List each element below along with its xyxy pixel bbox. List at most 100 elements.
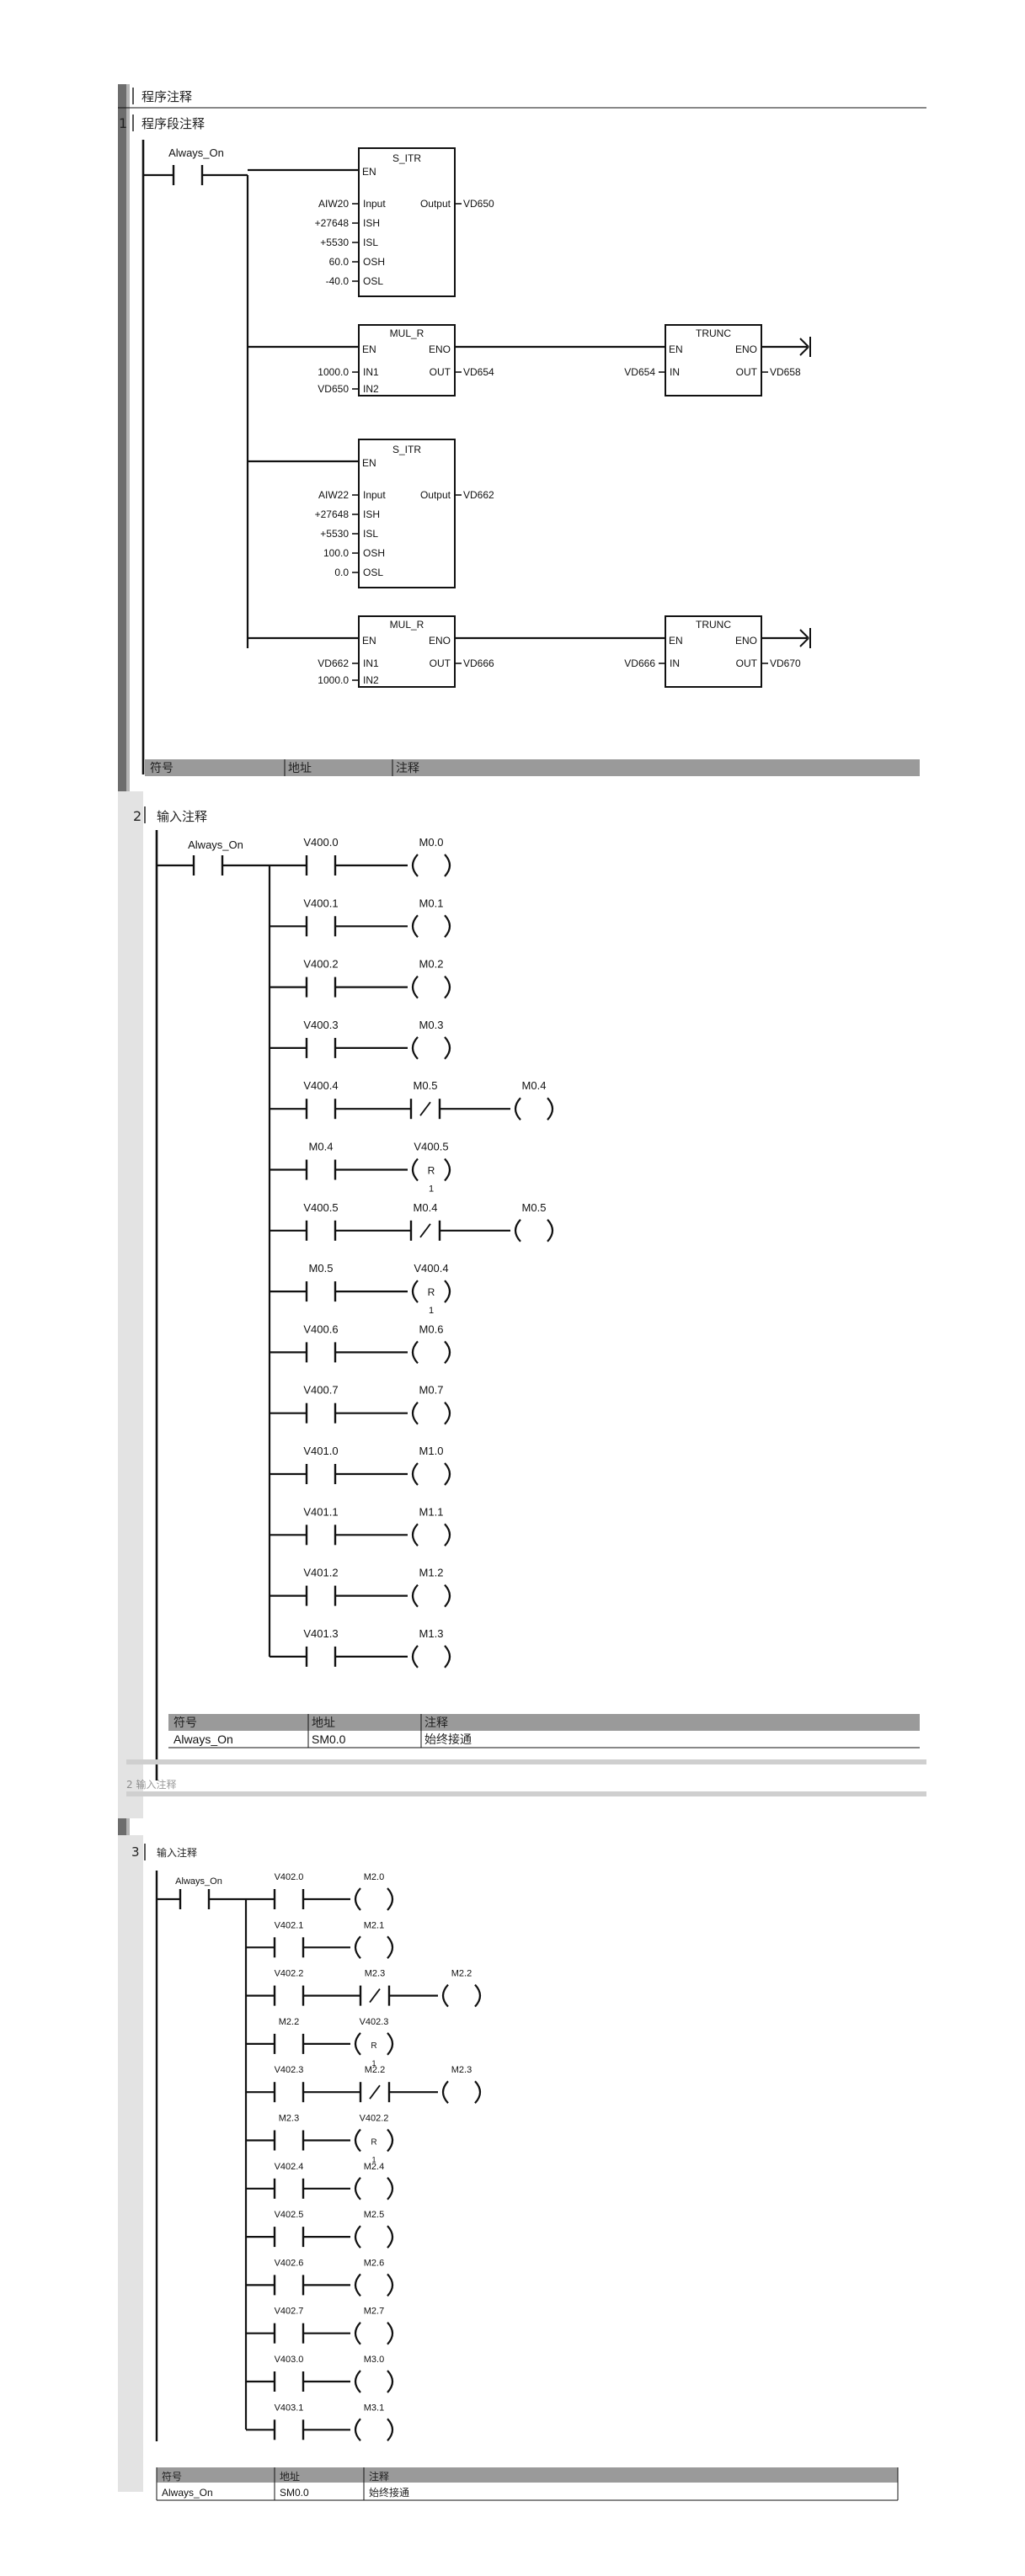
network3-rung-11-coil-label: M3.1 — [364, 2403, 384, 2413]
mul-r-block-2-in2-value: 1000.0 — [318, 674, 349, 686]
trunc-block-1-in-value: VD654 — [624, 366, 655, 378]
network3-rung-6-coil-right-arc — [387, 2177, 394, 2201]
network2-rung-12-contact-label: V401.2 — [303, 1567, 338, 1579]
symbol-table-1-col-2: 注释 — [396, 762, 419, 775]
network2-rung-2-contact-label: V400.2 — [303, 958, 338, 971]
network2-rung-10-contact-label: V401.0 — [303, 1445, 338, 1457]
network3-rung-5-coil-right-arc — [387, 2128, 394, 2153]
s-itr-block-2-pin-in: Input — [363, 489, 386, 501]
section-separator-b — [126, 1791, 926, 1796]
network2-rung-8-coil-label: M0.6 — [419, 1323, 444, 1335]
symbol-table-2-col-0: 符号 — [174, 1716, 197, 1730]
s-itr-block-1-pin-osh: OSH — [363, 256, 385, 268]
symbol-row-symbol: Always_On — [174, 1732, 233, 1746]
network3-rung-5-coil-label: V402.2 — [360, 2114, 389, 2124]
trunc-block-2-arrow-lower — [799, 637, 809, 647]
mul-r-block-2-in2-label: IN2 — [363, 674, 379, 686]
network2-rung-0-coil-right-arc — [444, 854, 451, 877]
trunc-block-2-out-value: VD670 — [770, 657, 801, 669]
network3-rung-3-coil-left-arc — [354, 2032, 361, 2056]
network2-rung-6-coil-left-arc — [514, 1219, 521, 1243]
s-itr-block-1-value-ish: +27648 — [315, 217, 350, 229]
network2-rung-12-coil-left-arc — [411, 1583, 419, 1608]
trunc-block-1-out-value: VD658 — [770, 366, 801, 378]
s-itr-block-2-output-label: Output — [420, 489, 451, 501]
mul-r-block-1-out-value: VD654 — [463, 366, 494, 378]
network2-rung-4-contact-label: V400.4 — [303, 1079, 338, 1092]
trunc-block-1-in-label: IN — [670, 366, 680, 378]
mul-r-block-1-en: EN — [362, 343, 376, 355]
network3-rung-1-coil-right-arc — [387, 1935, 394, 1960]
s-itr-block-1-en: EN — [362, 166, 376, 178]
mul-r-block-1-border — [358, 324, 456, 397]
s-itr-block-2-border — [358, 439, 456, 588]
s-itr-block-1-value-in: AIW20 — [318, 198, 349, 210]
network3-rung-6-coil-left-arc — [354, 2177, 361, 2201]
symbol-table-2-col-2: 注释 — [424, 1716, 448, 1730]
network3-rung-10-coil-right-arc — [387, 2370, 394, 2393]
s-itr-block-2-pin-ish: ISH — [363, 508, 380, 520]
s-itr-block-2-pin-isl: ISL — [363, 528, 378, 540]
network2-rung-4-nc-contact-slash — [419, 1101, 431, 1116]
network2-rung-9-contact-label: V400.7 — [303, 1384, 338, 1397]
network2-rung-11-contact-label: V401.1 — [303, 1505, 338, 1518]
network2-rung-5-coil-label: V400.5 — [414, 1141, 448, 1153]
symbol-table-header-2 — [168, 1714, 920, 1731]
symbol-table-1-col-0: 符号 — [150, 762, 174, 775]
trunc-block-1-eno: ENO — [735, 343, 757, 355]
s-itr-block-1-output-value: VD650 — [463, 198, 494, 210]
s-itr-block-2-value-osh: 100.0 — [323, 547, 349, 559]
network2-rung-7-contact-label: M0.5 — [309, 1262, 334, 1275]
network2-rung-3-contact-label: V400.3 — [303, 1019, 338, 1031]
network2-rung-13-coil-left-arc — [411, 1645, 419, 1669]
s-itr-block-2-output-value: VD662 — [463, 489, 494, 501]
network3-rung-3-coil-right-arc — [387, 2032, 394, 2056]
network2-rung-9-coil-label: M0.7 — [419, 1384, 444, 1397]
mul-r-block-1-eno: ENO — [429, 343, 451, 355]
trunc-block-1-border — [665, 324, 762, 397]
network3-rung-1-coil-label: M2.1 — [364, 1920, 384, 1930]
trunc-block-2-box — [665, 616, 761, 687]
s-itr-block-2-value-isl: +5530 — [320, 528, 349, 540]
program-comment-header: 程序注释 — [141, 89, 192, 104]
symbol-table-3-col-2: 注释 — [369, 2470, 389, 2483]
network2-rung-13-contact-label: V401.3 — [303, 1627, 338, 1640]
network3-rung-1-coil-left-arc — [354, 1935, 361, 1960]
s-itr-block-2-value-ish: +27648 — [315, 508, 350, 520]
always-on-label: Always_On — [188, 838, 243, 851]
mul-r-block-2-title: MUL_R — [390, 619, 424, 631]
network2-rung-1-coil-right-arc — [444, 914, 451, 939]
s-itr-block-1-pin-ish: ISH — [363, 217, 380, 229]
network2-rung-10-coil-label: M1.0 — [419, 1445, 444, 1457]
mul-r-block-1-in2-label: IN2 — [363, 383, 379, 395]
symbol-row-address: SM0.0 — [312, 1732, 346, 1746]
network2-rung-1-coil-label: M0.1 — [419, 897, 444, 909]
network3-rung-4-coil-right-arc — [474, 2080, 482, 2104]
next-network-stub: 2 输入注释 — [126, 1778, 176, 1791]
trunc-block-1-en: EN — [669, 343, 683, 355]
trunc-block-2-out-label: OUT — [736, 657, 758, 669]
network2-rung-4-coil-left-arc — [514, 1097, 521, 1120]
network3-rung-0-coil-right-arc — [387, 1887, 394, 1911]
network3-rung-11-contact-label: V403.1 — [275, 2403, 304, 2413]
network3-rung-3-contact-label: M2.2 — [279, 2017, 299, 2027]
network2-rung-13-coil-label: M1.3 — [419, 1627, 444, 1640]
network2-rung-7-coil-right-arc — [444, 1280, 451, 1303]
trunc-block-2-in-label: IN — [670, 657, 680, 669]
network3-rung-2-coil-label: M2.2 — [451, 1969, 472, 1979]
network2-rung-12-coil-label: M1.2 — [419, 1567, 444, 1579]
s-itr-block-2-title: S_ITR — [392, 444, 421, 455]
network2-rung-7-coil-left-arc — [411, 1280, 419, 1303]
trunc-block-2-en: EN — [669, 635, 683, 647]
network3-rung-7-coil-right-arc — [387, 2225, 394, 2249]
network3-rung-4-coil-left-arc — [441, 2080, 449, 2104]
network3-rung-10-coil-label: M3.0 — [364, 2355, 384, 2365]
network3-rung-8-coil-right-arc — [387, 2273, 394, 2297]
network3-rung-4-coil-label: M2.3 — [451, 2065, 472, 2075]
network3-rung-11-coil-right-arc — [387, 2418, 394, 2442]
network3-rung-7-contact-label: V402.5 — [275, 2210, 304, 2220]
always-on-label: Always_On — [175, 1876, 222, 1887]
network2-rung-8-contact-label: V400.6 — [303, 1323, 338, 1335]
network2-rung-3-coil-left-arc — [411, 1036, 419, 1060]
